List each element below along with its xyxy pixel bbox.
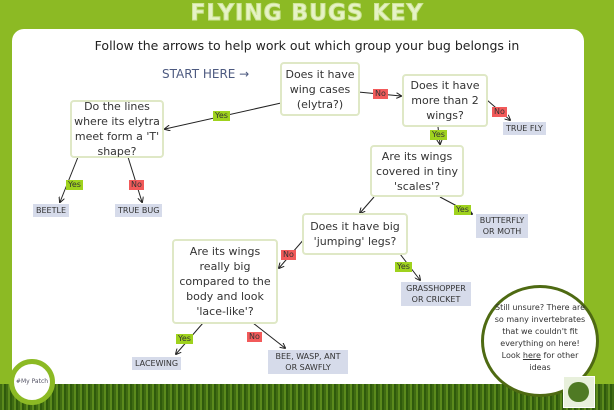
question-jumping-legs: Does it have big 'jumping' legs? [302,213,408,255]
arrow [252,322,285,348]
arrow [127,156,142,202]
help-text-end: for other ideas [529,351,579,372]
subtitle: Follow the arrows to help work out which… [94,38,520,53]
logo-text: #My Patch [15,378,49,385]
no-label: No [281,250,296,260]
arrow [360,196,375,213]
result-true-fly: TRUE FLY [503,122,546,135]
question-t-shape: Do the lines where its elytra meet form … [70,100,164,158]
result-grasshopper-cricket: GRASSHOPPER OR CRICKET [401,282,471,306]
result-true-bug: TRUE BUG [115,204,163,217]
yes-label: Yes [176,334,193,344]
page-title: FLYING BUGS KEY [190,1,424,27]
result-lacewing: LACEWING [132,357,182,370]
result-beetle: BEETLE [33,204,69,217]
trust-logo [563,376,595,408]
start-here-label: START HERE → [162,67,250,81]
result-butterfly-moth: BUTTERFLY OR MOTH [476,214,528,238]
no-label: No [492,107,507,117]
help-text: Still unsure? There are so many inverteb… [494,303,586,360]
yes-label: Yes [213,111,230,121]
question-wing-cases: Does it have wing cases (elytra?) [280,62,360,116]
question-more-than-2-wings: Does it have more than 2 wings? [402,74,488,127]
no-label: No [373,89,388,99]
no-label: No [129,180,144,190]
question-scales: Are its wings covered in tiny 'scales'? [370,145,464,197]
yes-label: Yes [395,262,412,272]
arrow [60,156,79,202]
yes-label: Yes [430,130,447,140]
here-link[interactable]: here [522,351,541,360]
yes-label: Yes [454,205,471,215]
my-patch-logo: #My Patch [9,359,55,405]
yes-label: Yes [66,180,83,190]
result-bee-wasp-ant-sawfly: BEE, WASP, ANT OR SAWFLY [268,350,348,374]
no-label: No [247,332,262,342]
question-lace-like: Are its wings really big compared to the… [172,239,278,324]
